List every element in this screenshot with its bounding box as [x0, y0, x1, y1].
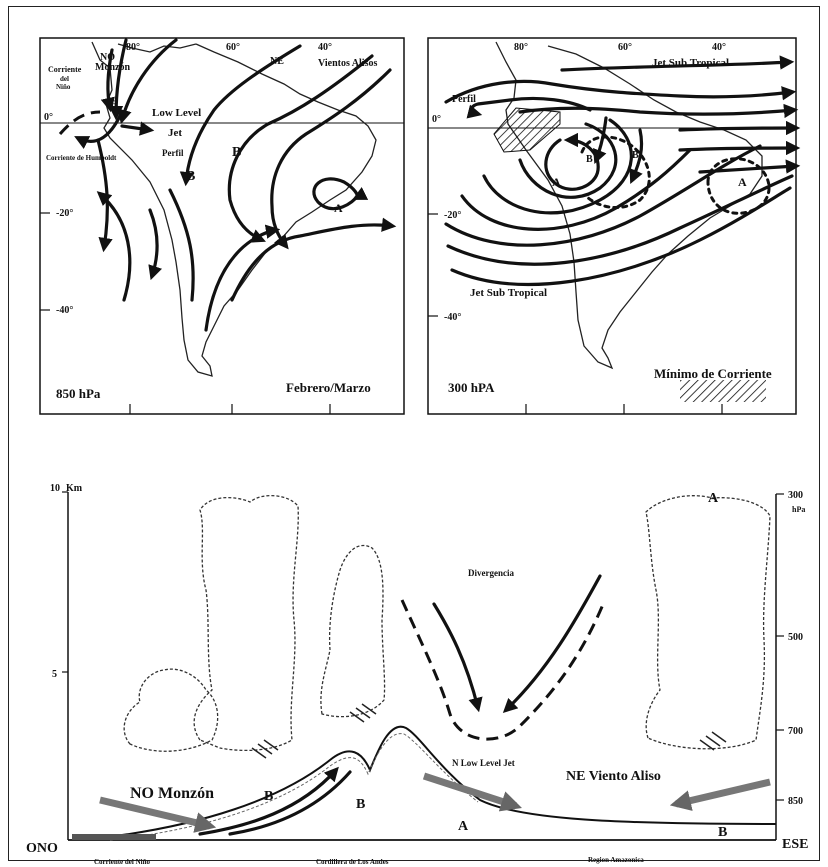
label-section-b3: B: [718, 825, 727, 840]
lon-tick-80-right: 80°: [514, 42, 528, 53]
label-perfil-left: Perfil: [162, 148, 184, 158]
label-corriente-nino-bottom: Corriente del Niño: [94, 858, 150, 866]
label-corriente-nino-3: Niño: [56, 83, 71, 91]
label-corriente-humboldt: Corriente de Humboldt: [46, 154, 117, 162]
label-b-right-1: B: [586, 154, 593, 165]
cloud-left-low: [124, 669, 218, 751]
label-cordillera-andes: Cordillera de Los Andes: [316, 858, 389, 866]
hpa-tick-700: 700: [788, 726, 803, 737]
label-ne: NE: [270, 56, 284, 67]
lon-tick-60-right: 60°: [618, 42, 632, 53]
lon-tick-40: 40°: [318, 42, 332, 53]
label-divergencia: Divergencia: [468, 568, 514, 578]
label-section-b1: B: [264, 789, 273, 804]
label-section-a1: A: [708, 491, 719, 506]
label-ono: ONO: [26, 841, 58, 856]
label-section-b2: B: [356, 797, 365, 812]
label-low-level: Low Level: [152, 107, 201, 119]
label-b3: B: [186, 169, 195, 184]
monsoon-flow-arrow: [100, 800, 210, 826]
lat-tick-0-right: 0°: [432, 114, 441, 125]
trade-wind-arrow: [676, 782, 770, 804]
ocean-current-bar: [72, 834, 156, 840]
lat-tick-0: 0°: [44, 112, 53, 123]
lat-tick-20: -20°: [56, 208, 73, 219]
hpa-tick-500: 500: [788, 632, 803, 643]
label-section-a2: A: [458, 819, 469, 834]
label-jet-subtropical-top: Jet Sub Tropical: [652, 57, 729, 69]
label-n-low-level-jet: N Low Level Jet: [452, 758, 515, 768]
label-b-right-2: B: [632, 150, 639, 161]
label-jet: Jet: [168, 127, 182, 139]
label-minimo-corriente: Mínimo de Corriente: [654, 366, 772, 381]
label-perfil-right: Perfil: [452, 94, 476, 105]
map-panel-850: 80° 60° 40° 0° -20° -40° NO Monzón Corri…: [40, 38, 404, 414]
cloud-andes: [321, 545, 385, 716]
lon-tick-80: 80°: [126, 42, 140, 53]
cloud-right: [646, 496, 770, 749]
legend-hatch-swatch: [680, 380, 766, 402]
label-region-amazonica: Region Amazonica: [588, 856, 644, 864]
km-tick-5: 5: [52, 669, 57, 680]
label-jet-subtropical-bottom: Jet Sub Tropical: [470, 287, 547, 299]
label-vientos-alisos: Vientos Alisos: [318, 58, 377, 69]
level-850: 850 hPa: [56, 386, 101, 401]
lon-tick-40-right: 40°: [712, 42, 726, 53]
level-300: 300 hPA: [448, 380, 495, 395]
map-panel-300: 80° 60° 40° 0° -20° -40° Jet Sub Tropica…: [428, 38, 796, 414]
panel-300-border: [428, 38, 796, 414]
label-a-right-1: A: [552, 175, 561, 189]
low-level-jet-arrow: [424, 776, 516, 806]
label-corriente-nino-1: Corriente: [48, 65, 82, 74]
lat-tick-20-right: -20°: [444, 210, 461, 221]
label-ese: ESE: [782, 837, 808, 852]
hpa-unit: hPa: [792, 505, 805, 514]
km-tick-10: 10: [50, 483, 60, 494]
cloud-left-tall: [194, 496, 298, 751]
label-no-monzon-section: NO Monzón: [130, 785, 214, 802]
label-a-left: A: [334, 201, 343, 215]
label-corriente-nino-2: del: [60, 75, 69, 83]
hpa-tick-300: 300: [788, 490, 803, 501]
label-a-right-2: A: [738, 175, 747, 189]
lat-tick-40-right: -40°: [444, 312, 461, 323]
hpa-tick-850: 850: [788, 796, 803, 807]
lon-tick-60: 60°: [226, 42, 240, 53]
km-unit: Km: [66, 483, 83, 494]
label-b1: B: [110, 97, 118, 111]
lat-tick-40: -40°: [56, 305, 73, 316]
label-ne-viento-aliso: NE Viento Aliso: [566, 769, 661, 784]
cross-section: 10 Km 5 300 hPa 500 700 850 Divergencia …: [26, 483, 808, 866]
label-b2: B: [232, 145, 241, 160]
label-monzon: Monzón: [95, 62, 130, 73]
period-label: Febrero/Marzo: [286, 380, 371, 395]
